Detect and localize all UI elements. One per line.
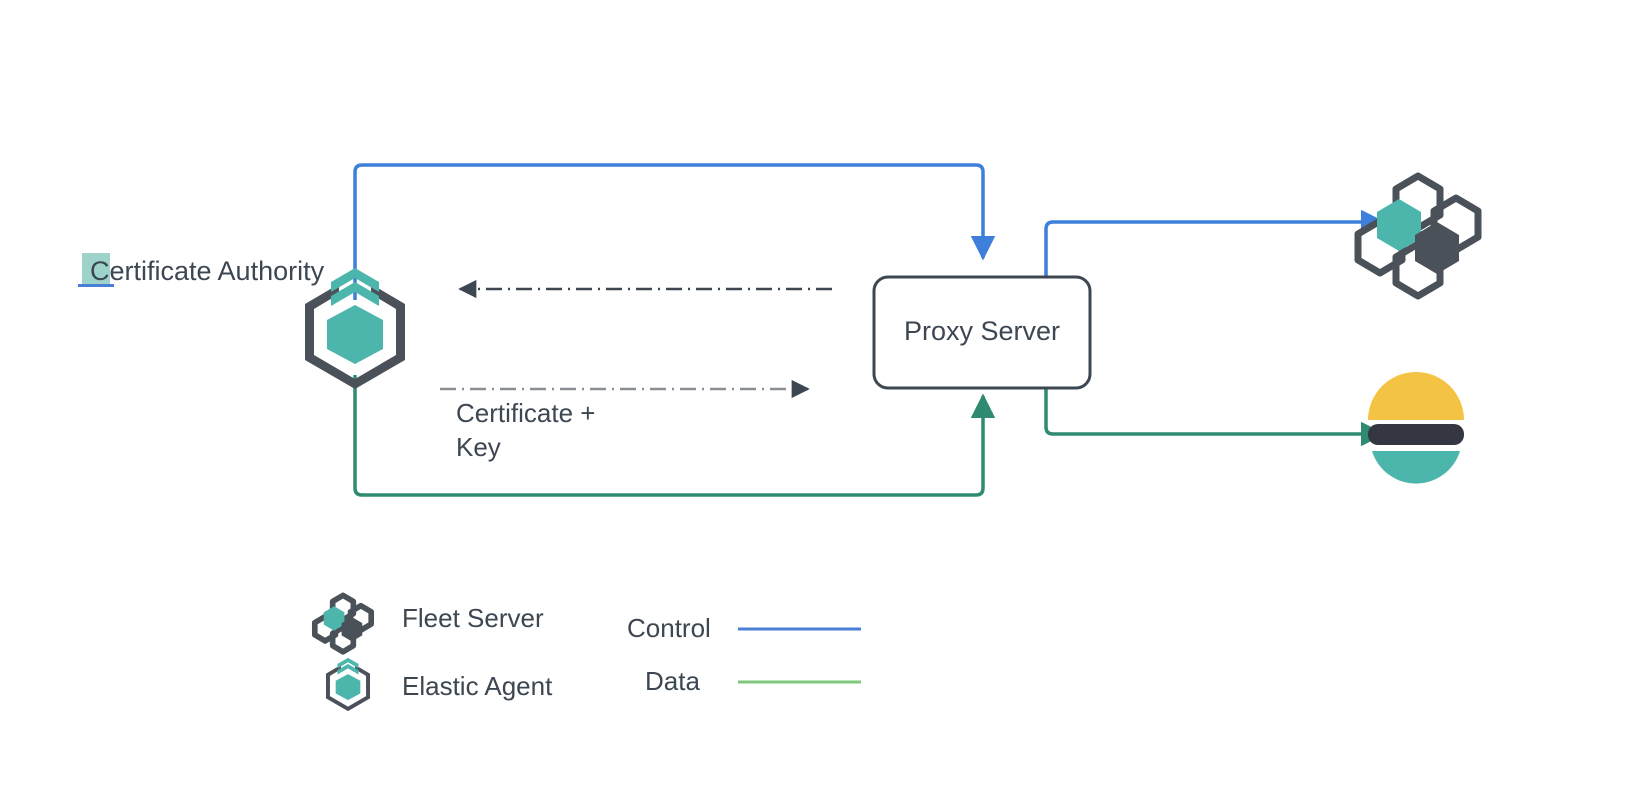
certificate-authority-label: Certificate Authority	[90, 256, 325, 286]
proxy-server-label: Proxy Server	[904, 316, 1060, 346]
node-elasticsearch[interactable]	[1368, 372, 1464, 484]
legend-item-elastic-agent: Elastic Agent	[326, 657, 553, 712]
edge-agent-to-proxy-control	[353, 163, 996, 300]
legend-label-control: Control	[627, 613, 711, 643]
elastic-agent-icon	[305, 268, 405, 389]
legend-line-control: Control	[627, 613, 861, 643]
edge-proxy-to-fleet-control	[1044, 209, 1386, 277]
legend-item-fleet-server: Fleet Server	[311, 592, 544, 655]
edge-label-certificate-key-line2: Key	[456, 432, 501, 462]
legend-label-elastic-agent: Elastic Agent	[402, 671, 553, 701]
fleet-server-icon	[311, 592, 375, 655]
proxy-server-box[interactable]	[872, 275, 1092, 390]
node-certificate-authority[interactable]: Certificate Authority	[78, 253, 405, 389]
legend-label-fleet-server: Fleet Server	[402, 603, 544, 633]
text-selection-underline	[78, 284, 114, 287]
legend-label-data: Data	[645, 666, 700, 696]
elasticsearch-icon	[1368, 372, 1464, 484]
edge-label-certificate-key-line1: Certificate +	[456, 398, 595, 428]
node-fleet-server[interactable]	[1354, 172, 1482, 300]
node-proxy-server[interactable]: Proxy Server	[872, 275, 1092, 390]
edge-agent-to-proxy-data	[353, 375, 996, 497]
edge-proxy-to-elasticsearch-data	[1044, 388, 1386, 447]
legend-line-data: Data	[645, 666, 861, 696]
elastic-agent-icon	[326, 657, 370, 712]
fleet-server-icon	[1354, 172, 1482, 300]
text-selection-highlight	[82, 253, 110, 286]
legend: Fleet Server Elastic Agent Control Data	[311, 592, 861, 712]
